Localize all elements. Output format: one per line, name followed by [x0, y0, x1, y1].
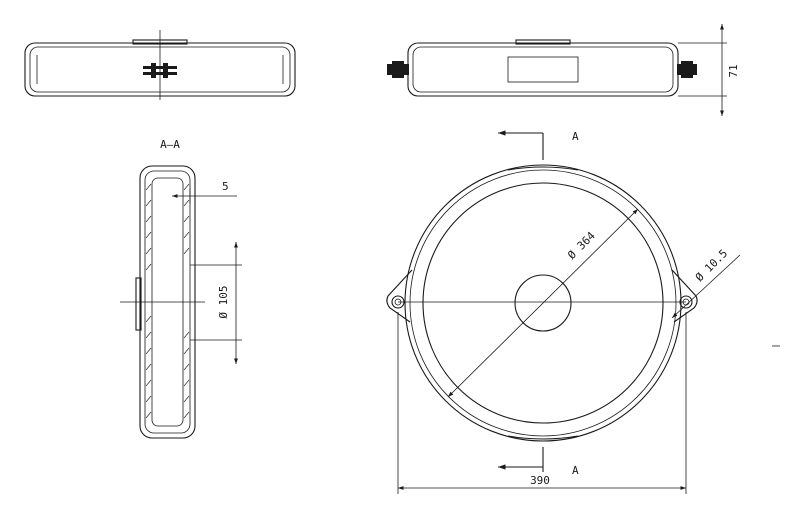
section-marker-bottom: A — [572, 464, 579, 477]
hinge-left-icon — [387, 61, 409, 78]
top-view-left — [24, 30, 296, 100]
section-label: A—A — [160, 138, 180, 151]
section-hatching — [145, 183, 190, 419]
height-dimension-label: 71 — [727, 64, 740, 77]
section-view: A—A — [120, 138, 242, 439]
wall-thickness-label: 5 — [222, 180, 229, 193]
side-view-right: 71 — [387, 24, 740, 116]
front-view: A A Ø 364 Ø 10.5 390 — [386, 130, 741, 494]
inner-diameter-label: Ø 105 — [217, 285, 230, 318]
section-marker-top: A — [572, 130, 579, 143]
latch-icon — [143, 63, 177, 78]
hinge-right-icon — [677, 61, 697, 78]
outer-diameter-label: Ø 364 — [565, 229, 598, 262]
hole-diameter-label: Ø 10.5 — [693, 247, 730, 284]
total-width-label: 390 — [530, 474, 550, 487]
